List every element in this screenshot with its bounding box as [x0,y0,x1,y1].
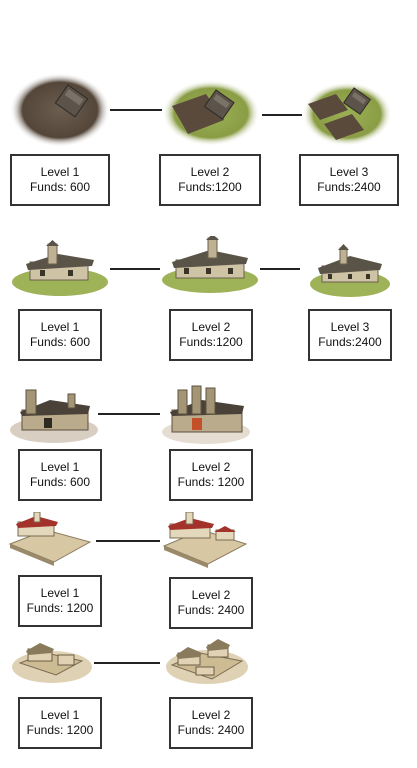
funds-label: Funds: 1200 [26,723,94,737]
courtyard-icon [162,512,248,568]
farmhouse-level-1-card: Level 1 Funds: 600 [18,309,102,361]
compound-level-2-image [166,637,248,687]
level-label: Level 2 [191,460,231,474]
funds-label: Funds: 600 [29,475,91,489]
funds-label: Funds:2400 [318,335,382,349]
workshop-level-2-card: Level 2 Funds: 1200 [169,449,253,501]
level-label: Level 1 [40,708,80,722]
farmhouse-level-2-image [162,236,258,294]
compound-level-1-card: Level 1 Funds: 1200 [18,697,102,749]
farmhouse-icon [162,236,258,293]
field-icon [162,80,260,146]
funds-label: Funds:1200 [179,335,243,349]
level-label: Level 2 [191,588,231,602]
field-level-3-image [302,82,392,146]
row4-connector-1 [96,540,160,542]
farmhouse-level-2-card: Level 2 Funds:1200 [169,309,253,361]
workshop-level-2-image [162,384,250,444]
courtyard-level-1-card: Level 1 Funds: 1200 [18,575,102,627]
funds-label: Funds:2400 [317,180,381,194]
funds-label: Funds: 600 [29,180,91,194]
level-label: Level 3 [330,320,370,334]
level-label: Level 1 [40,165,80,179]
funds-label: Funds: 2400 [177,603,245,617]
level-label: Level 1 [40,320,80,334]
courtyard-level-2-card: Level 2 Funds: 2400 [169,577,253,629]
workshop-level-1-card: Level 1 Funds: 600 [18,449,102,501]
field-level-2-image [162,80,260,146]
workshop-icon [162,385,250,444]
field-level-1-image [10,73,110,147]
farmhouse-icon [12,240,108,296]
funds-label: Funds: 2400 [177,723,245,737]
workshop-icon [10,389,98,443]
level-label: Level 2 [190,165,230,179]
funds-label: Funds: 1200 [26,601,94,615]
field-level-1-card: Level 1 Funds: 600 [10,154,110,206]
funds-label: Funds:1200 [178,180,242,194]
funds-label: Funds: 600 [29,335,91,349]
compound-level-2-card: Level 2 Funds: 2400 [169,697,253,749]
level-label: Level 2 [191,708,231,722]
field-icon [302,82,392,146]
compound-level-1-image [12,637,92,685]
level-label: Level 1 [40,460,80,474]
courtyard-level-2-image [160,512,248,570]
level-label: Level 2 [191,320,231,334]
compound-icon [166,639,248,684]
row1-connector-2 [262,114,302,116]
field-icon [10,73,110,147]
farmhouse-level-1-image [12,240,108,298]
courtyard-icon [8,512,92,566]
field-level-3-card: Level 3 Funds:2400 [299,154,399,206]
farmhouse-level-3-card: Level 3 Funds:2400 [308,309,392,361]
row3-connector-1 [98,413,160,415]
level-label: Level 3 [329,165,369,179]
courtyard-level-1-image [6,512,92,568]
farmhouse-level-3-image [310,244,390,298]
row5-connector-1 [94,662,160,664]
farmhouse-icon [310,244,390,297]
row2-connector-2 [260,268,300,270]
field-level-2-card: Level 2 Funds:1200 [159,154,261,206]
funds-label: Funds: 1200 [177,475,245,489]
row2-connector-1 [110,268,160,270]
workshop-level-1-image [10,384,98,444]
level-label: Level 1 [40,586,80,600]
row1-connector-1 [110,109,162,111]
compound-icon [12,643,92,683]
